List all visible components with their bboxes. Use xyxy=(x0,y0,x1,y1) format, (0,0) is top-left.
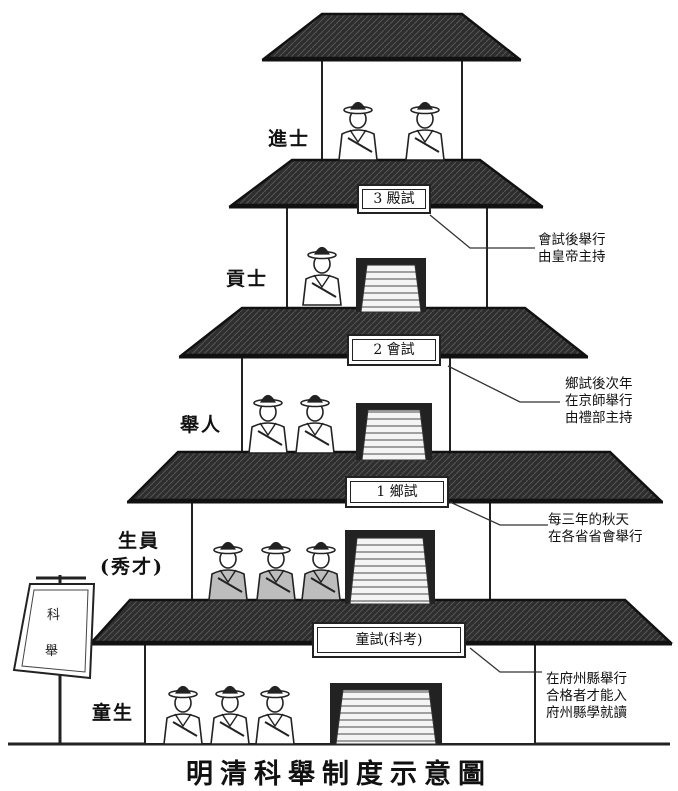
scholar-figure xyxy=(210,685,250,745)
roof-tier-0 xyxy=(89,598,674,646)
stage-sign-provincial: 1 鄉試 xyxy=(345,476,449,508)
note-child: 在府州縣舉行 合格者才能入 府州縣學就讀 xyxy=(546,671,627,722)
rank-label-tongsheng: 童生 xyxy=(92,702,135,724)
rank-label-juren: 舉人 xyxy=(180,414,223,436)
keju-banner xyxy=(12,575,96,744)
scholar-figure xyxy=(248,394,288,454)
note-child-line-2: 合格者才能入 xyxy=(546,688,627,704)
note-metropolitan-line-1: 鄉試後次年 xyxy=(565,376,633,392)
rank-label-gongshi: 貢士 xyxy=(226,268,269,290)
scholar-figure xyxy=(405,101,445,161)
scholar-figure xyxy=(295,394,335,454)
scholar-figure xyxy=(302,246,342,306)
scholar-figure xyxy=(338,101,378,161)
rank-label-jinshi: 進士 xyxy=(268,128,311,150)
note-child-line-1: 在府州縣舉行 xyxy=(546,671,627,687)
scholar-figure xyxy=(256,541,296,601)
scholar-figure xyxy=(301,541,341,601)
stage-sign-metropolitan: 2 會試 xyxy=(347,334,441,366)
note-metropolitan: 鄉試後次年 在京師舉行 由禮部主持 xyxy=(565,376,633,427)
scholar-figures xyxy=(163,101,445,745)
doorway-tier-3 xyxy=(356,258,426,313)
leader-lines xyxy=(429,214,560,673)
scholar-figure xyxy=(255,685,295,745)
scholar-figure xyxy=(163,685,203,745)
doorway-tier-0 xyxy=(330,683,442,745)
note-provincial-line-2: 在各省省會舉行 xyxy=(548,529,643,545)
rank-label-xiucai: (秀才) xyxy=(100,556,164,578)
note-metropolitan-line-2: 在京師舉行 xyxy=(565,393,633,409)
doorway-tier-2 xyxy=(356,403,432,461)
stage-sign-child: 童試(科考) xyxy=(312,622,466,658)
banner-char-1: 科 xyxy=(47,608,61,623)
roof-top xyxy=(261,12,522,62)
rank-label-shengyuan: 生員 xyxy=(118,530,161,552)
doorway-tier-1 xyxy=(345,530,435,605)
note-palace: 會試後舉行 由皇帝主持 xyxy=(538,232,606,266)
note-child-line-3: 府州縣學就讀 xyxy=(546,705,627,721)
stage-sign-palace: 3 殿試 xyxy=(357,184,431,214)
diagram-caption: 明清科舉制度示意圖 xyxy=(186,759,492,790)
scholar-figure xyxy=(208,541,248,601)
banner-char-2: 舉 xyxy=(45,644,59,659)
note-palace-line-1: 會試後舉行 xyxy=(538,232,606,248)
note-metropolitan-line-3: 由禮部主持 xyxy=(565,410,633,426)
note-palace-line-2: 由皇帝主持 xyxy=(538,249,606,265)
note-provincial-line-1: 每三年的秋天 xyxy=(548,512,629,528)
note-provincial: 每三年的秋天 在各省省會舉行 xyxy=(548,512,643,546)
